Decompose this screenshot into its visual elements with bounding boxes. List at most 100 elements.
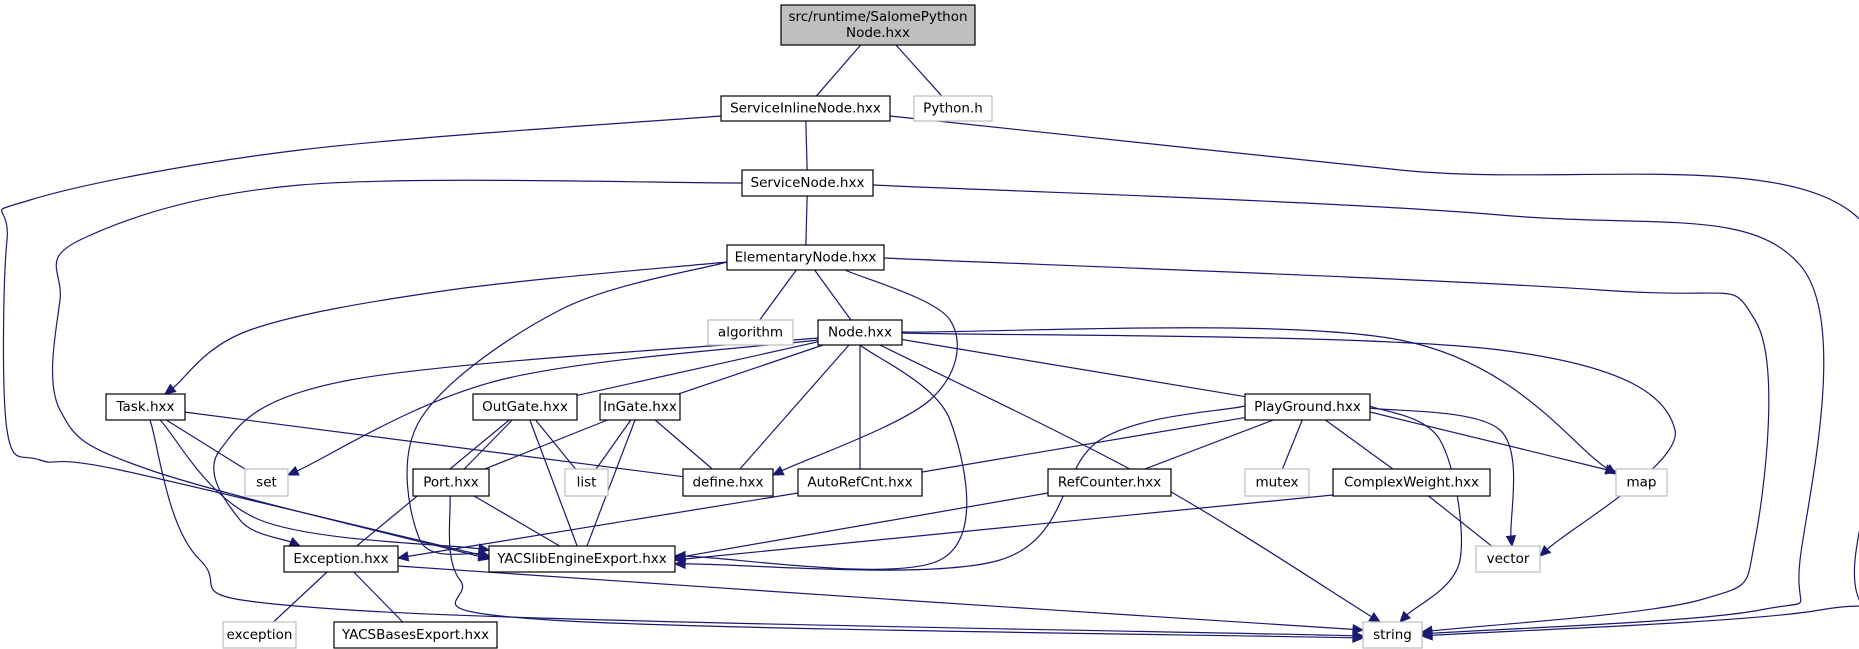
- edge-line: [684, 405, 1246, 571]
- node-label: AutoRefCnt.hxx: [807, 475, 912, 491]
- edge-line: [213, 337, 819, 543]
- node-label: map: [1627, 475, 1657, 491]
- nodes-layer: src/runtime/SalomePythonNode.hxxServiceI…: [105, 4, 1668, 649]
- arrowhead-icon: [288, 536, 302, 547]
- edge-serviceinline-to-yacslib: [1, 115, 722, 560]
- node-box: [720, 95, 891, 122]
- edge-line: [1280, 419, 1303, 474]
- edge-serviceinline-to-string: [889, 115, 1859, 641]
- arrowhead-icon: [286, 465, 300, 476]
- arrowhead-icon: [396, 551, 410, 562]
- node-box: [1244, 393, 1371, 421]
- node-box: [599, 393, 681, 421]
- edge-playground-to-string: [1369, 405, 1463, 623]
- edge-line: [901, 332, 1676, 550]
- node-box: [333, 621, 498, 649]
- node-refcounter[interactable]: RefCounter.hxx: [1047, 468, 1172, 497]
- node-label: ServiceNode.hxx: [751, 175, 865, 191]
- node-yacsbases[interactable]: YACSBasesExport.hxx: [333, 621, 498, 649]
- edge-node-to-exception_hxx: [213, 337, 819, 547]
- node-label: vector: [1487, 551, 1530, 567]
- node-box: [682, 468, 774, 497]
- node-ingate[interactable]: InGate.hxx: [599, 393, 681, 421]
- edge-line: [407, 492, 799, 557]
- node-string: string: [1362, 621, 1423, 649]
- node-playground[interactable]: PlayGround.hxx: [1244, 393, 1371, 421]
- node-list: list: [564, 468, 609, 497]
- node-complexweight[interactable]: ComplexWeight.hxx: [1332, 468, 1491, 497]
- edge-line: [883, 257, 1770, 632]
- arrowhead-icon: [673, 553, 686, 565]
- edge-line: [901, 338, 1298, 406]
- node-label: YACSBasesExport.hxx: [341, 627, 489, 643]
- edge-line: [895, 44, 947, 102]
- edge-node-to-autorefcnt: [854, 345, 866, 484]
- edge-node-to-set: [286, 339, 819, 476]
- node-box: [222, 621, 297, 649]
- edge-line: [1369, 407, 1515, 537]
- node-exception-hxx[interactable]: Exception.hxx: [283, 545, 399, 573]
- node-label: Node.hxx: [828, 325, 892, 341]
- node-label: define.hxx: [692, 475, 763, 491]
- node-label: RefCounter.hxx: [1058, 475, 1161, 491]
- node-label: YACSlibEngineExport.hxx: [496, 551, 667, 567]
- edge-line: [172, 261, 728, 389]
- edge-line: [184, 411, 719, 482]
- node-box: [283, 545, 399, 573]
- node-box: [244, 468, 289, 497]
- arrowhead-icon: [1604, 464, 1618, 475]
- node-servicenode[interactable]: ServiceNode.hxx: [741, 169, 874, 197]
- node-serviceinline[interactable]: ServiceInlineNode.hxx: [720, 95, 891, 122]
- node-yacslib[interactable]: YACSlibEngineExport.hxx: [488, 545, 676, 573]
- edge-elementary-to-yacslib: [406, 261, 728, 559]
- node-box: [1244, 468, 1310, 497]
- node-define[interactable]: define.hxx: [682, 468, 774, 497]
- node-elementary[interactable]: ElementaryNode.hxx: [726, 244, 885, 271]
- edge-line: [535, 419, 581, 476]
- edge-line: [1369, 405, 1463, 616]
- node-algorithm: algorithm: [707, 319, 794, 346]
- node-box: [1362, 621, 1423, 649]
- edge-elementary-to-string: [883, 257, 1770, 637]
- node-label: ServiceInlineNode.hxx: [730, 101, 881, 117]
- edge-line: [296, 339, 819, 472]
- node-box: [726, 244, 885, 271]
- edge-complexweight-to-yacslib: [673, 494, 1334, 565]
- node-box: [780, 4, 976, 46]
- node-box: [797, 468, 923, 497]
- edge-node-to-vector: [901, 332, 1676, 557]
- node-port[interactable]: Port.hxx: [412, 468, 490, 497]
- node-label: Node.hxx: [846, 25, 910, 41]
- edge-line: [353, 571, 409, 629]
- node-node[interactable]: Node.hxx: [817, 319, 903, 346]
- node-box: [1615, 468, 1668, 497]
- edge-line: [397, 565, 1354, 630]
- arrowhead-icon: [1539, 544, 1552, 557]
- node-box: [707, 319, 794, 346]
- node-box: [412, 468, 490, 497]
- edge-line: [529, 419, 580, 550]
- edge-line: [869, 416, 1246, 482]
- arrowhead-icon: [771, 465, 785, 476]
- node-autorefcnt[interactable]: AutoRefCnt.hxx: [797, 468, 923, 497]
- node-box: [1332, 468, 1491, 497]
- edge-servicenode-to-yacslib: [51, 179, 743, 562]
- node-task[interactable]: Task.hxx: [105, 393, 186, 421]
- edge-refcounter-to-yacslib: [673, 492, 1049, 562]
- edge-line: [814, 269, 855, 325]
- edge-line: [805, 195, 808, 248]
- node-box: [564, 468, 609, 497]
- node-exception: exception: [222, 621, 297, 649]
- arrowhead-icon: [164, 383, 177, 395]
- edge-node-to-define: [727, 344, 850, 484]
- edge-line: [159, 419, 480, 550]
- node-label: ComplexWeight.hxx: [1344, 475, 1479, 491]
- node-label: list: [577, 475, 597, 491]
- arrowhead-icon: [1352, 632, 1365, 644]
- node-outgate[interactable]: OutGate.hxx: [472, 393, 578, 421]
- edge-elementary-to-define: [771, 269, 958, 476]
- edge-line: [889, 115, 1859, 636]
- arrowhead-icon: [1420, 625, 1434, 637]
